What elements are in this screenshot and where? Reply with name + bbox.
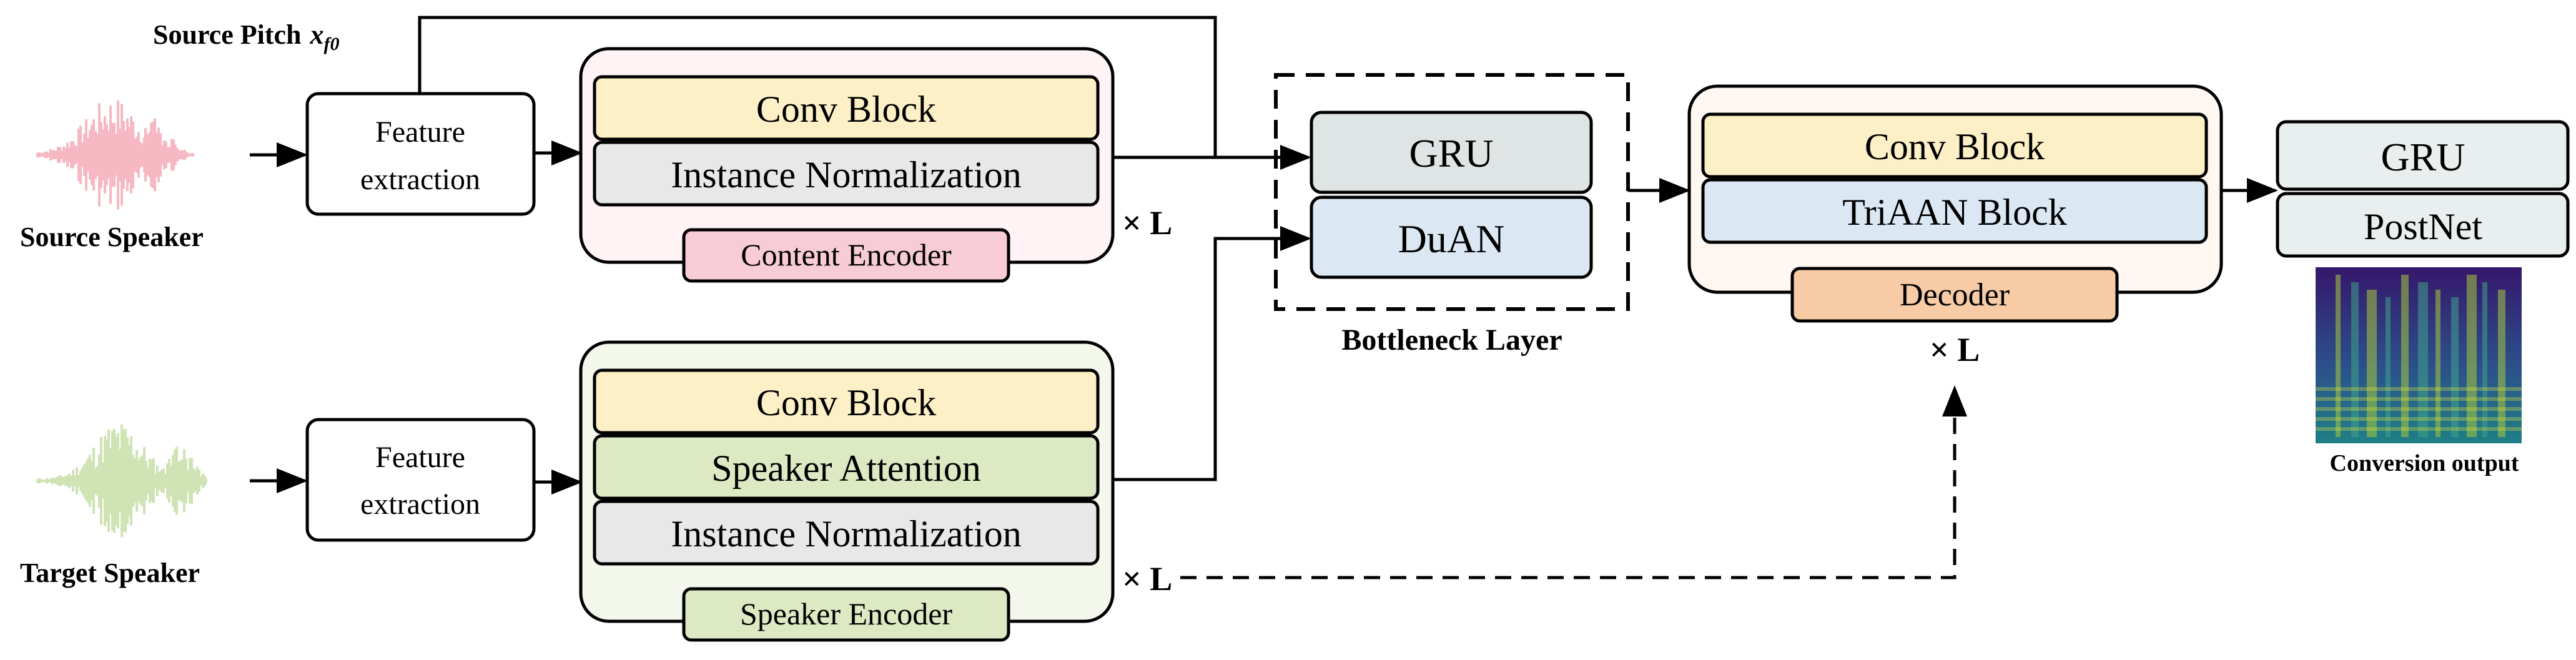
output-blocks: GRU PostNet bbox=[2276, 120, 2570, 258]
output-postnet-block bbox=[2276, 192, 2570, 258]
decoder-conv-block bbox=[1701, 112, 2208, 179]
bottleneck-gru-block bbox=[1310, 111, 1593, 194]
decoder-triaan-block bbox=[1701, 178, 2208, 244]
bottleneck-duan-block bbox=[1310, 195, 1593, 279]
svg-text:Content Encoder: Content Encoder bbox=[741, 237, 952, 272]
speaker-attention-block bbox=[593, 434, 1100, 500]
conversion-output-label: Conversion output bbox=[2330, 450, 2519, 476]
target-waveform-icon bbox=[36, 424, 207, 538]
bottleneck-layer: GRU DuAN bbox=[1274, 73, 1630, 311]
svg-text:Speaker Encoder: Speaker Encoder bbox=[740, 596, 952, 631]
speaker-conv-block bbox=[593, 368, 1100, 435]
svg-text:DuAN: DuAN bbox=[1398, 217, 1505, 261]
svg-text:TriAAN Block: TriAAN Block bbox=[1842, 192, 2067, 233]
output-gru-block bbox=[2276, 120, 2570, 191]
decoder-tag bbox=[1790, 267, 2119, 323]
arrow-speaker-to-duan bbox=[1113, 226, 1311, 481]
arrow-speaker-to-decoder-dashed bbox=[1180, 385, 1967, 579]
source-speaker-label: Source Speaker bbox=[20, 222, 204, 252]
arrow-source-pitch bbox=[418, 16, 1217, 157]
svg-text:GRU: GRU bbox=[1409, 131, 1493, 175]
svg-text:Conv Block: Conv Block bbox=[756, 89, 936, 130]
content-conv-block bbox=[593, 75, 1100, 141]
source-waveform-icon bbox=[36, 100, 194, 210]
speaker-encoder: Conv Block Speaker Attention Instance No… bbox=[579, 340, 1115, 642]
decoder-repeat-label: × L bbox=[1930, 331, 1980, 368]
bottleneck-layer-label: Bottleneck Layer bbox=[1341, 323, 1562, 357]
svg-text:Instance Normalization: Instance Normalization bbox=[671, 513, 1021, 554]
content-encoder: Conv Block Instance Normalization Conten… bbox=[579, 47, 1115, 283]
bottleneck-dashed-frame bbox=[1274, 73, 1630, 311]
content-encoder-repeat-label: × L bbox=[1122, 204, 1172, 242]
speaker-instance-norm-block bbox=[593, 500, 1100, 566]
content-encoder-tag bbox=[682, 228, 1010, 283]
speaker-encoder-tag bbox=[682, 587, 1010, 642]
svg-text:extraction: extraction bbox=[360, 163, 480, 196]
svg-text:Feature: Feature bbox=[375, 441, 465, 474]
svg-text:PostNet: PostNet bbox=[2364, 206, 2482, 247]
speaker-encoder-repeat-label: × L bbox=[1122, 560, 1172, 598]
target-speaker-label: Target Speaker bbox=[20, 558, 200, 588]
svg-text:Instance Normalization: Instance Normalization bbox=[671, 154, 1021, 195]
decoder: Conv Block TriAAN Block Decoder bbox=[1687, 84, 2223, 323]
svg-text:Conv Block: Conv Block bbox=[756, 382, 936, 423]
svg-text:GRU: GRU bbox=[2381, 135, 2465, 179]
connection-arrows bbox=[250, 16, 2278, 579]
feature-extraction-target: Feature extraction bbox=[305, 418, 536, 542]
content-instance-norm-block bbox=[593, 140, 1100, 207]
svg-text:Feature: Feature bbox=[375, 116, 465, 149]
svg-text:Conv Block: Conv Block bbox=[1865, 126, 2045, 167]
svg-text:extraction: extraction bbox=[360, 488, 480, 521]
svg-text:Decoder: Decoder bbox=[1900, 277, 2010, 313]
feature-extraction-source: Feature extraction bbox=[305, 92, 536, 216]
svg-text:Speaker Attention: Speaker Attention bbox=[711, 448, 981, 489]
spectrogram-image bbox=[2316, 267, 2522, 443]
